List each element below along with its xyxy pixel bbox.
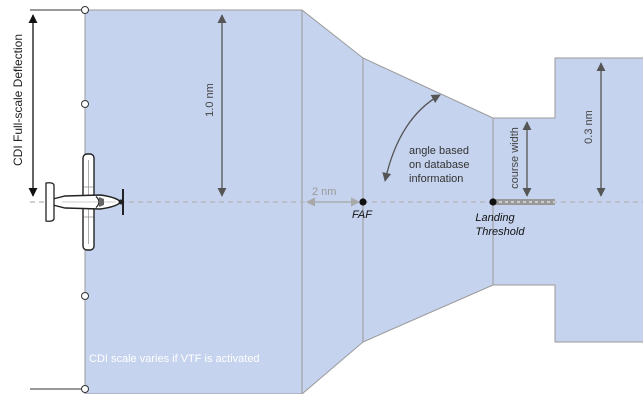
scale-dot <box>81 100 89 108</box>
two-nm-label: 2 nm <box>312 186 336 198</box>
missed-approach-segment <box>555 58 643 342</box>
angle-label-line3: information <box>409 173 463 185</box>
angle-label-line1: angle based <box>409 145 469 157</box>
cdi-corridor <box>84 9 643 394</box>
vtf-note: CDI scale varies if VTF is activated <box>89 353 260 365</box>
angle-label-line2: on database <box>409 159 470 171</box>
scale-dot <box>81 6 89 14</box>
faf-dot <box>359 198 367 206</box>
faf-label: FAF <box>352 209 373 221</box>
scale-dot <box>81 292 89 300</box>
cdi-full-scale-label: CDI Full-scale Deflection <box>11 34 25 166</box>
approach-segment <box>363 58 493 342</box>
point-three-nm-label: 0.3 nm <box>583 110 595 144</box>
scale-dot <box>81 385 89 393</box>
airplane-top-view-icon <box>45 153 124 251</box>
landing-threshold-dot <box>489 198 497 206</box>
course-width-label: course width <box>509 127 521 189</box>
left-scale: CDI Full-scale Deflection <box>11 6 89 393</box>
landing-label-line2: Threshold <box>476 226 526 238</box>
landing-label-line1: Landing <box>475 212 515 224</box>
one-nm-label: 1.0 nm <box>204 83 216 117</box>
angle-arc-arrow <box>382 94 441 182</box>
